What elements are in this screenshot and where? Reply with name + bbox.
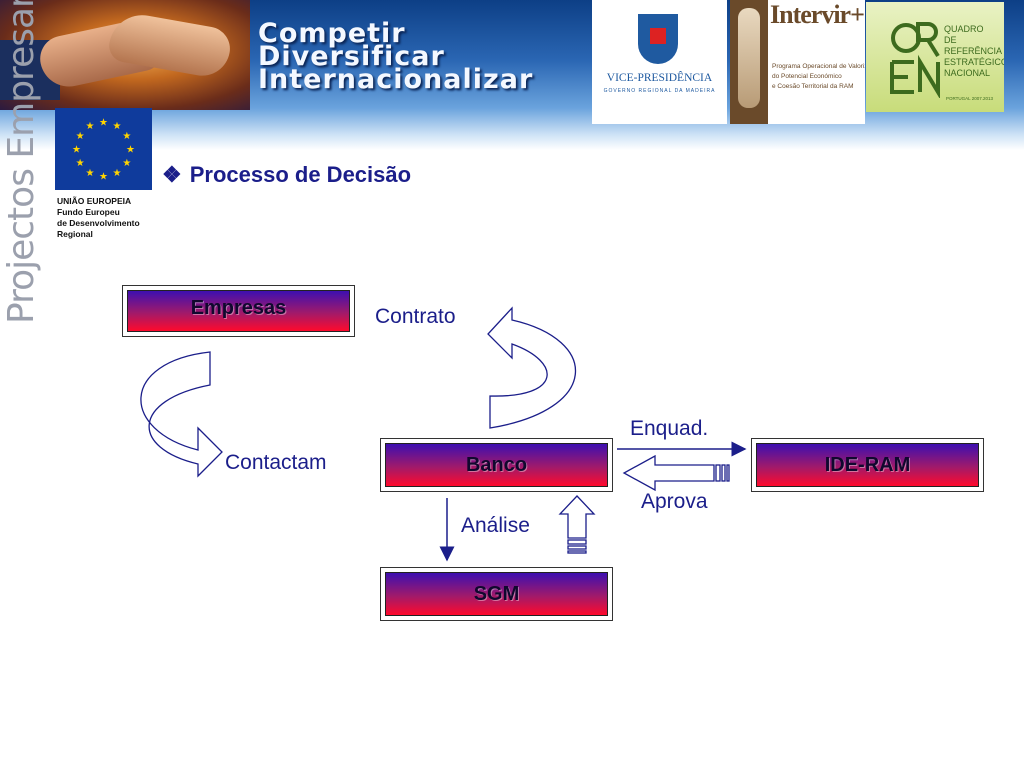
node-ide-ram: IDE-RAM <box>751 438 984 492</box>
star-icon: ★ <box>122 131 131 142</box>
intervir-logo: Intervir+ Programa Operacional de Valori… <box>730 0 865 124</box>
edge-label-contactam: Contactam <box>225 451 327 474</box>
star-icon: ★ <box>99 118 108 129</box>
qren-line: DE REFERÊNCIA <box>944 35 1003 56</box>
eu-fund-label: UNIÃO EUROPEIA Fundo Europeu de Desenvol… <box>57 196 140 240</box>
handshake-photo <box>0 0 250 110</box>
qren-logo-subtitle: PORTUGAL 2007.2013 <box>946 96 994 101</box>
diamond-bullet-icon: ❖ <box>162 162 182 187</box>
headline-line: Competir <box>258 18 406 49</box>
headline-line: Diversificar <box>258 41 445 72</box>
curved-arrow-contactam <box>140 351 223 478</box>
headline-line: Internacionalizar <box>258 64 534 95</box>
header-banner: Competir Diversificar Internacionalizar … <box>0 0 1024 150</box>
vice-presidencia-logo: VICE-PRESIDÊNCIA GOVERNO REGIONAL DA MAD… <box>592 0 727 124</box>
hollow-arrow-aprova <box>622 454 715 492</box>
qren-line: ESTRATÉGICO <box>944 57 1004 67</box>
star-icon: ★ <box>113 121 122 132</box>
hollow-arrow-aprova-tail <box>726 464 730 482</box>
star-icon: ★ <box>72 145 81 156</box>
slide-title: ❖ Processo de Decisão <box>162 162 411 188</box>
vp-logo-title: VICE-PRESIDÊNCIA <box>606 72 713 84</box>
intervir-logo-description: Programa Operacional de Valorização do P… <box>772 62 865 92</box>
banner-headline: Competir Diversificar Internacionalizar <box>258 18 534 95</box>
hollow-arrow-sgm-banco-tail <box>567 545 587 550</box>
qren-logo-text: QUADRO DE REFERÊNCIA ESTRATÉGICO NACIONA… <box>944 24 1004 79</box>
eu-label-line: Fundo Europeu <box>57 207 120 217</box>
eu-label-line: UNIÃO EUROPEIA <box>57 196 132 206</box>
eu-label-line: Regional <box>57 229 93 239</box>
node-empresas: Empresas <box>122 285 355 337</box>
star-icon: ★ <box>122 158 131 169</box>
hollow-arrow-aprova-tail <box>715 464 721 482</box>
edge-label-aprova: Aprova <box>641 490 708 513</box>
intervir-logo-title: Intervir+ <box>770 0 865 29</box>
edge-label-enquad: Enquad. <box>630 417 709 440</box>
slide-title-text: Processo de Decisão <box>189 162 412 187</box>
star-icon: ★ <box>99 172 108 183</box>
intervir-desc-line: Programa Operacional de Valorização <box>772 63 865 70</box>
intervir-desc-line: do Potencial Económico <box>772 73 842 80</box>
qren-line: NACIONAL <box>944 68 991 78</box>
intervir-desc-line: e Coesão Territorial da RAM <box>772 83 854 90</box>
eu-flag-icon: ★★★★★★★★★★★★ <box>55 108 152 190</box>
edge-label-contrato: Contrato <box>375 305 456 328</box>
node-label: Banco <box>465 453 528 476</box>
star-icon: ★ <box>76 158 85 169</box>
curved-arrow-contrato <box>487 306 577 429</box>
star-icon: ★ <box>113 168 122 179</box>
node-banco: Banco <box>380 438 613 492</box>
star-icon: ★ <box>86 121 95 132</box>
node-label: Empresas <box>190 297 287 319</box>
hollow-arrow-aprova-tail <box>721 464 726 482</box>
coat-of-arms-icon <box>638 14 678 64</box>
hollow-arrow-sgm-banco-tail <box>567 550 587 554</box>
vp-logo-subtitle: GOVERNO REGIONAL DA MADEIRA <box>603 88 716 94</box>
hollow-arrow-sgm-banco-tail <box>567 539 587 545</box>
figure-icon <box>738 8 760 108</box>
edge-label-analise: Análise <box>461 514 530 537</box>
star-icon: ★ <box>86 168 95 179</box>
qren-line: QUADRO <box>944 24 984 34</box>
node-label: SGM <box>473 582 520 605</box>
qren-logo: QUADRO DE REFERÊNCIA ESTRATÉGICO NACIONA… <box>866 2 1004 112</box>
qren-monogram-icon <box>890 22 940 98</box>
eu-label-line: de Desenvolvimento <box>57 218 140 228</box>
node-sgm: SGM <box>380 567 613 621</box>
star-icon: ★ <box>126 145 135 156</box>
hollow-arrow-sgm-banco <box>558 495 596 539</box>
node-label: IDE-RAM <box>824 453 911 476</box>
star-icon: ★ <box>76 131 85 142</box>
